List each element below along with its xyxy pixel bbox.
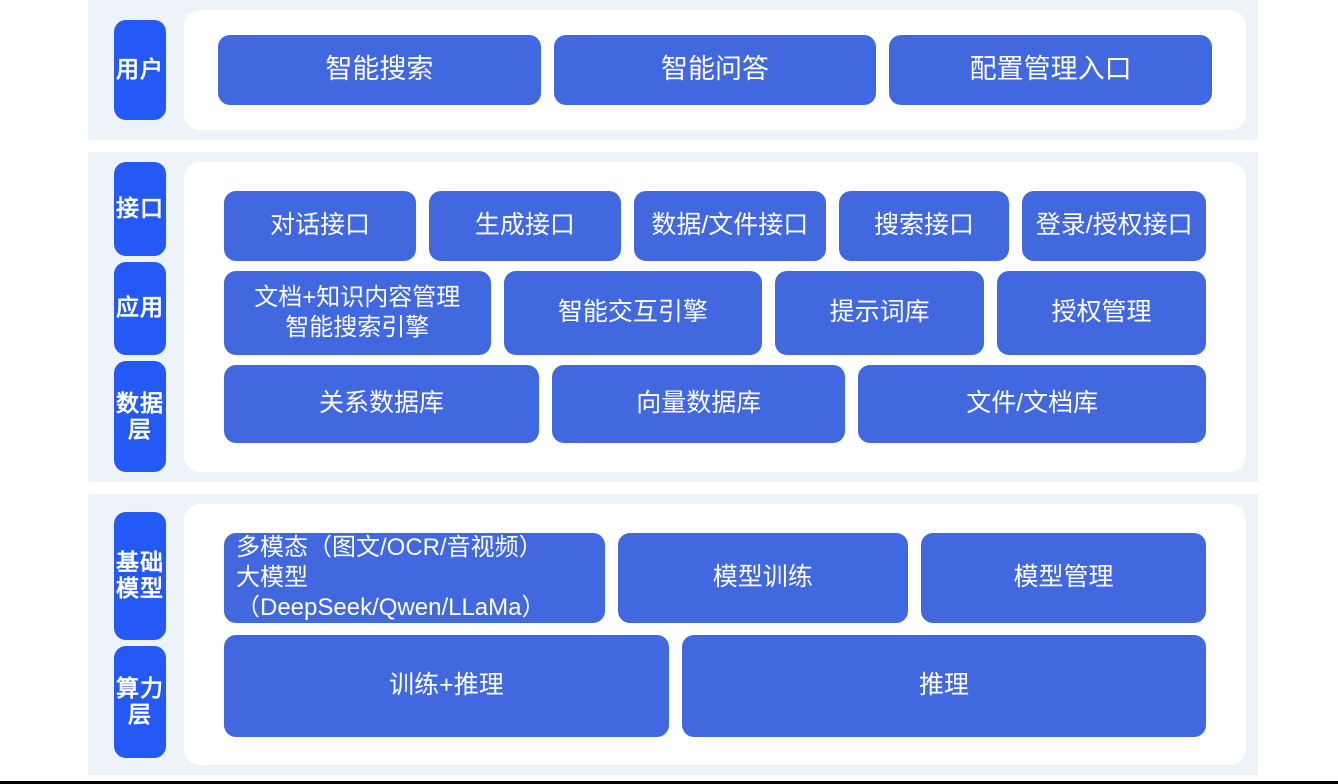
- node-file-document-store[interactable]: 文件/文档库: [858, 365, 1207, 443]
- layer-panel-user: 智能搜索 智能问答 配置管理入口: [184, 10, 1246, 130]
- node-authorization-management[interactable]: 授权管理: [997, 271, 1207, 355]
- layer-section-middle: 接口 应用 数据层 对话接口 生成接口 数据/文件接口 搜索接口 登录/授权接口…: [88, 152, 1258, 482]
- node-login-auth-api[interactable]: 登录/授权接口: [1022, 191, 1207, 261]
- layer-panel-middle: 对话接口 生成接口 数据/文件接口 搜索接口 登录/授权接口 文档+知识内容管理…: [184, 162, 1246, 472]
- layer-badge-column-middle: 接口 应用 数据层: [104, 152, 176, 482]
- row-user-entries: 智能搜索 智能问答 配置管理入口: [218, 35, 1213, 105]
- node-search-api[interactable]: 搜索接口: [838, 191, 1010, 261]
- layer-badge-compute[interactable]: 算力层: [114, 645, 166, 758]
- layer-panel-base: 多模态（图文/OCR/音视频） 大模型（DeepSeek/Qwen/LLaMa）…: [184, 504, 1246, 765]
- node-prompt-library[interactable]: 提示词库: [775, 271, 985, 355]
- node-relational-database[interactable]: 关系数据库: [224, 365, 540, 443]
- layer-badge-column-base: 基础模型 算力层: [104, 494, 176, 775]
- layer-badge-user[interactable]: 用户: [114, 20, 166, 120]
- node-dialog-api[interactable]: 对话接口: [224, 191, 416, 261]
- node-generation-api[interactable]: 生成接口: [428, 191, 621, 261]
- bottom-divider: [0, 781, 1338, 784]
- row-application: 文档+知识内容管理 智能搜索引擎 智能交互引擎 提示词库 授权管理: [224, 271, 1207, 355]
- node-document-knowledge-management[interactable]: 文档+知识内容管理 智能搜索引擎: [224, 271, 491, 355]
- row-interface: 对话接口 生成接口 数据/文件接口 搜索接口 登录/授权接口: [224, 191, 1207, 261]
- layer-section-base: 基础模型 算力层 多模态（图文/OCR/音视频） 大模型（DeepSeek/Qw…: [88, 494, 1258, 775]
- node-multimodal-large-model[interactable]: 多模态（图文/OCR/音视频） 大模型（DeepSeek/Qwen/LLaMa）: [224, 532, 605, 623]
- layer-section-user: 用户 智能搜索 智能问答 配置管理入口: [88, 0, 1258, 140]
- node-intelligent-qa[interactable]: 智能问答: [553, 35, 877, 105]
- layer-badge-interface[interactable]: 接口: [114, 162, 166, 256]
- layer-badge-column-user: 用户: [104, 0, 176, 140]
- node-intelligent-search[interactable]: 智能搜索: [218, 35, 541, 105]
- node-intelligent-interaction-engine[interactable]: 智能交互引擎: [503, 271, 763, 355]
- layer-badge-base-model[interactable]: 基础模型: [114, 511, 166, 640]
- node-model-training[interactable]: 模型训练: [617, 532, 908, 623]
- node-config-management-entry[interactable]: 配置管理入口: [889, 35, 1213, 105]
- layer-badge-data[interactable]: 数据层: [114, 361, 166, 473]
- row-base-model: 多模态（图文/OCR/音视频） 大模型（DeepSeek/Qwen/LLaMa）…: [224, 532, 1206, 623]
- node-data-file-api[interactable]: 数据/文件接口: [633, 191, 826, 261]
- node-training-plus-inference[interactable]: 训练+推理: [224, 634, 669, 737]
- row-data: 关系数据库 向量数据库 文件/文档库: [224, 365, 1207, 443]
- layer-badge-application[interactable]: 应用: [114, 261, 166, 356]
- node-inference[interactable]: 推理: [681, 634, 1206, 737]
- row-compute: 训练+推理 推理: [224, 634, 1206, 737]
- node-vector-database[interactable]: 向量数据库: [552, 365, 846, 443]
- node-model-management[interactable]: 模型管理: [920, 532, 1206, 623]
